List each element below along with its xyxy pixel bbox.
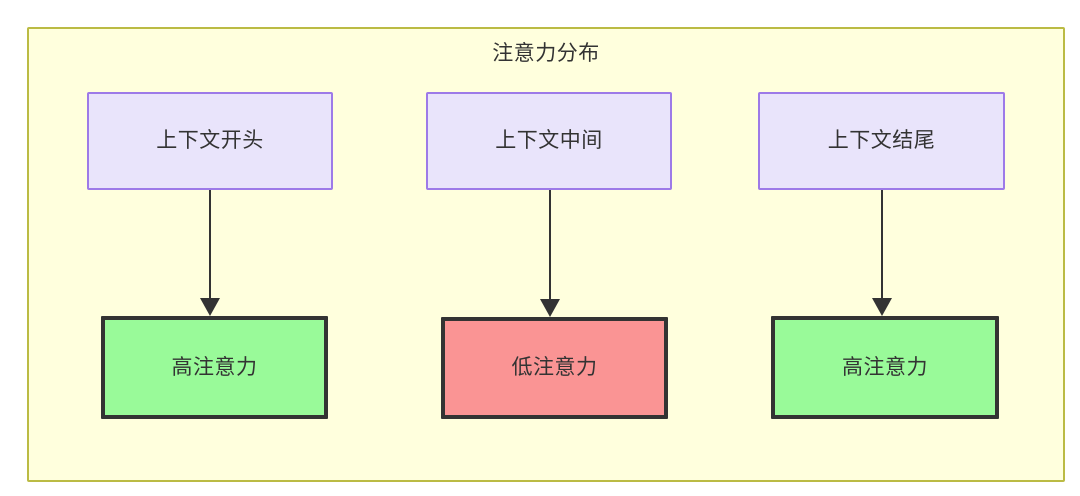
node-context-end-label: 上下文结尾 — [827, 129, 936, 152]
node-context-end[interactable]: 上下文结尾 — [758, 92, 1005, 190]
node-context-middle-label: 上下文中间 — [495, 129, 603, 152]
node-low-attention-middle-label: 低注意力 — [511, 356, 598, 379]
node-high-attention-end[interactable]: 高注意力 — [771, 316, 999, 419]
node-low-attention-middle[interactable]: 低注意力 — [441, 317, 668, 419]
page-title: 注意力分布 — [492, 42, 600, 65]
node-context-start-label: 上下文开头 — [156, 129, 264, 152]
node-high-attention-end-label: 高注意力 — [842, 355, 928, 379]
node-high-attention-start-label: 高注意力 — [171, 355, 258, 379]
node-high-attention-start[interactable]: 高注意力 — [101, 316, 328, 419]
node-context-middle[interactable]: 上下文中间 — [426, 92, 672, 190]
node-context-start[interactable]: 上下文开头 — [87, 92, 333, 190]
